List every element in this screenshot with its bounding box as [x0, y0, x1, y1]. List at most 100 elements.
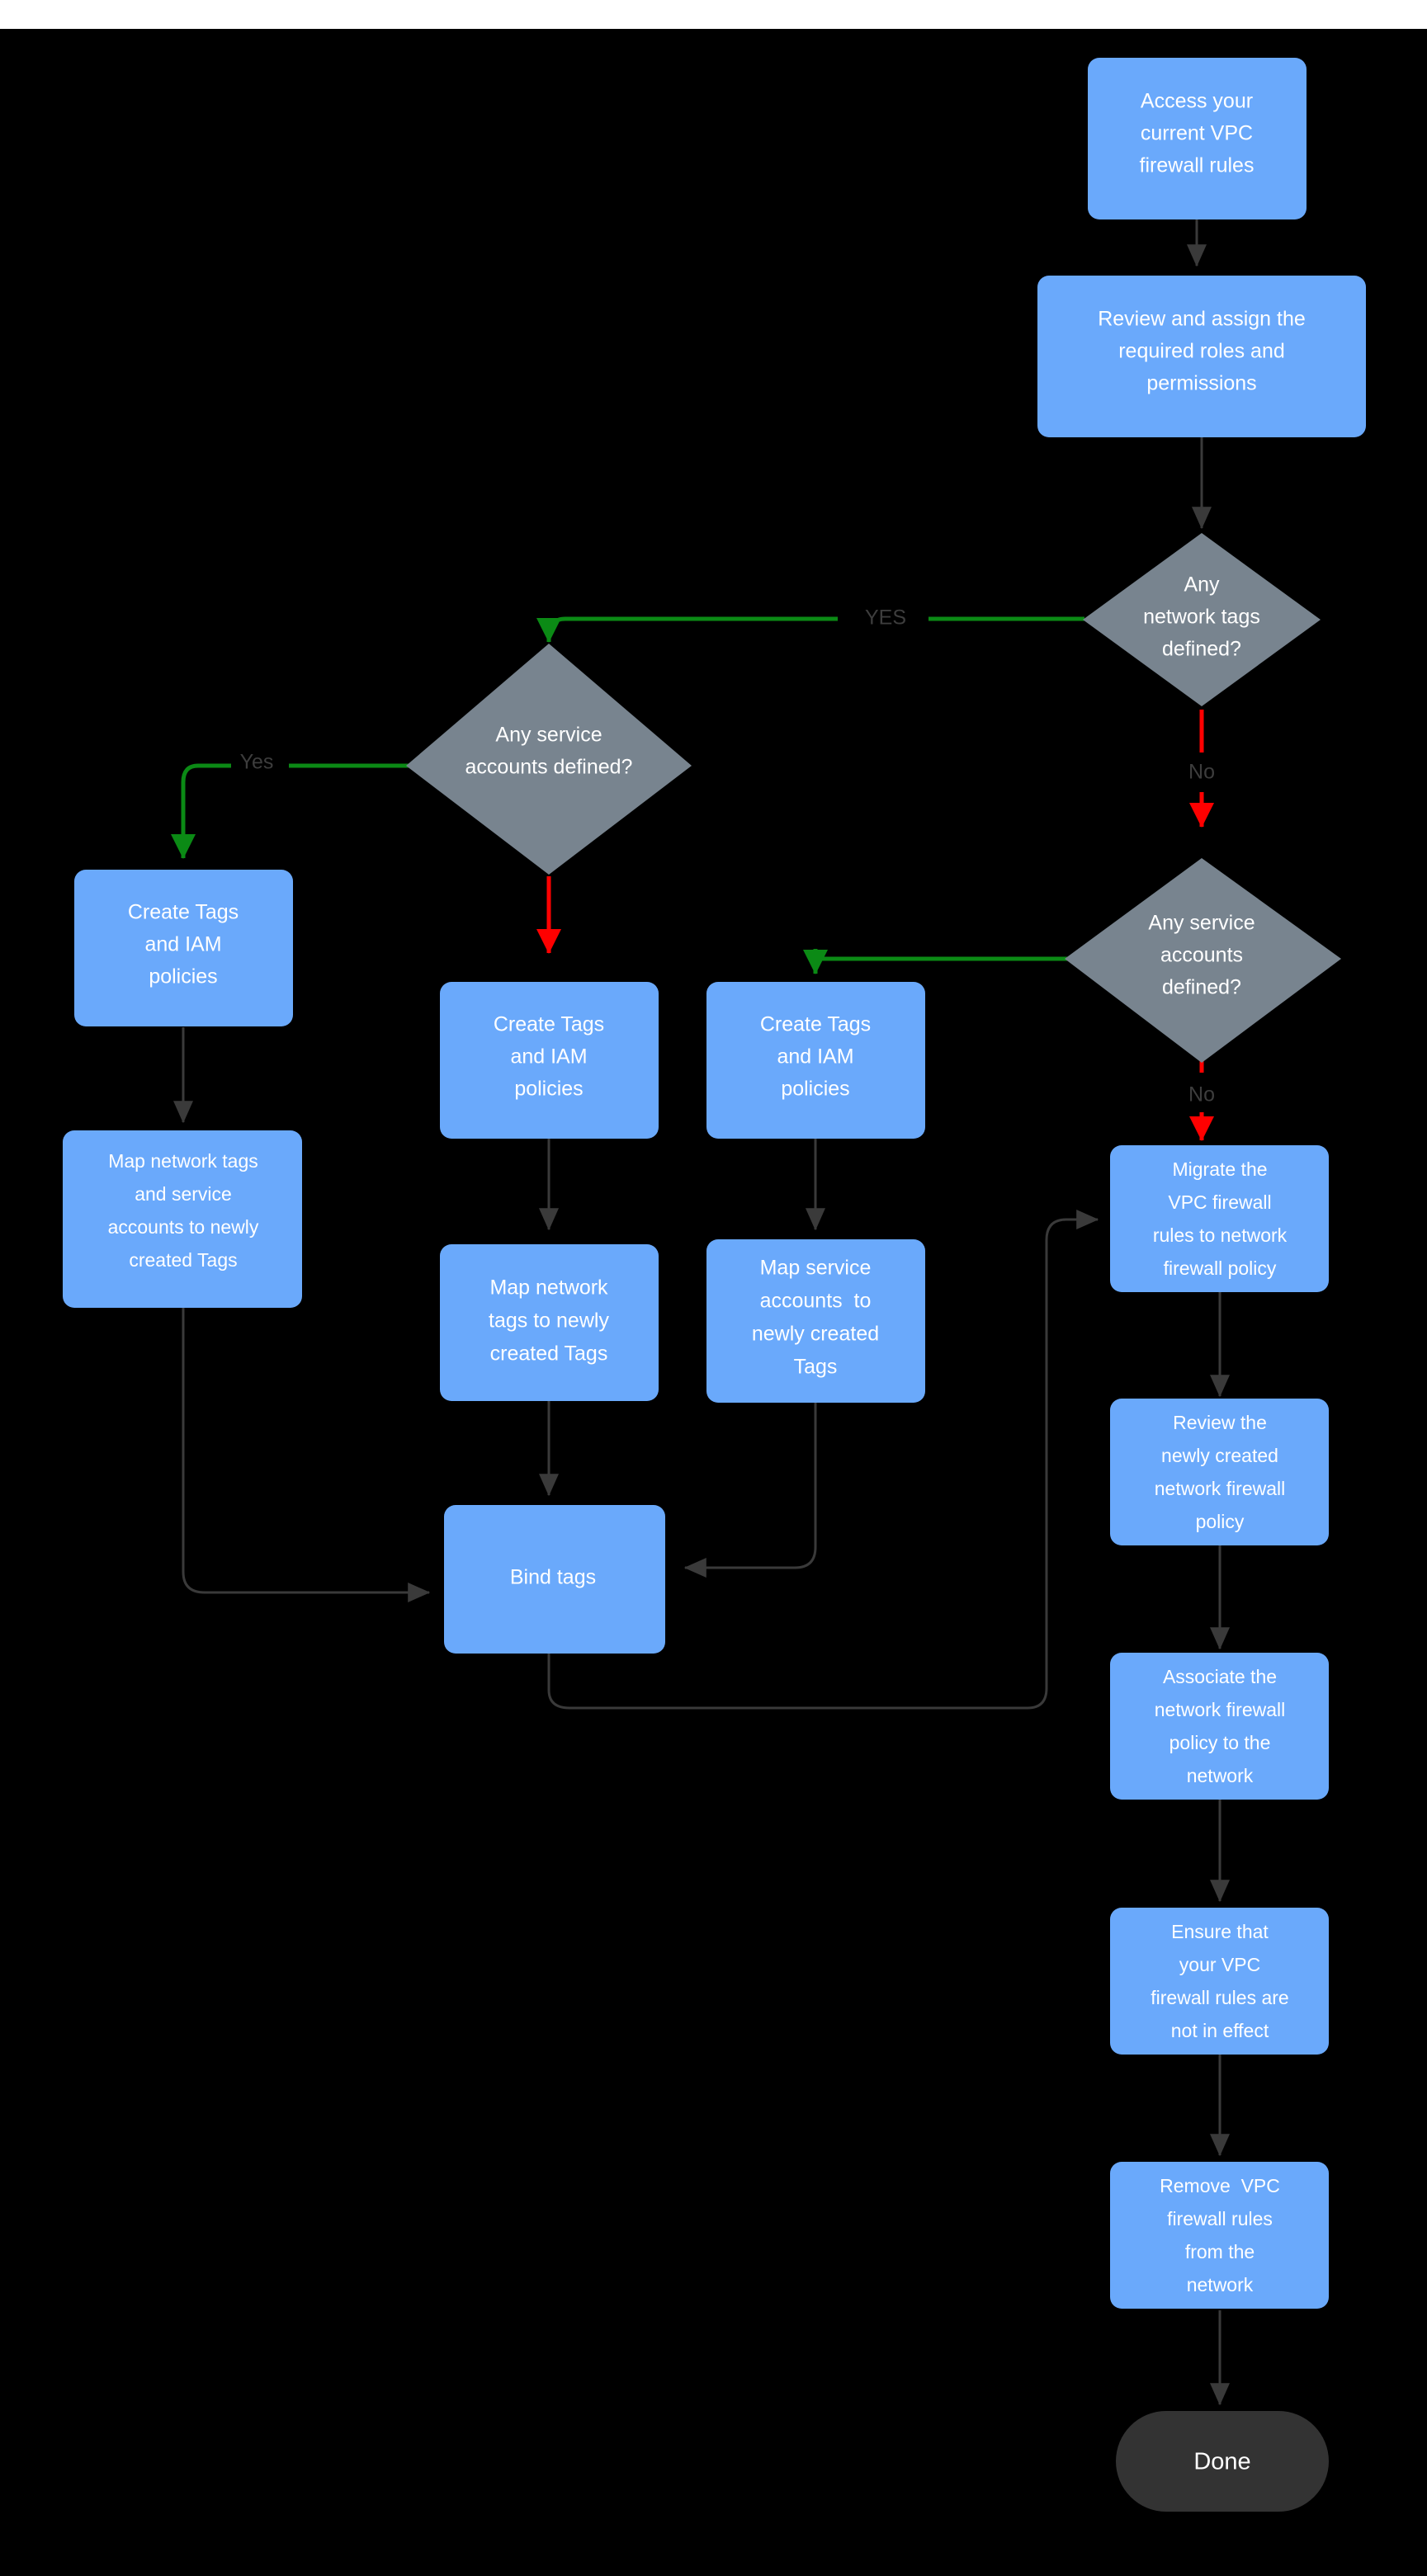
node-q-network-tags-shape[interactable]: [1083, 533, 1321, 706]
node-review-roles-line-2: permissions: [1146, 372, 1256, 395]
node-access-rules-line-1: current VPC: [1141, 122, 1253, 145]
edge-label-network-tags-no: No: [1188, 761, 1215, 784]
node-map-network-tags[interactable]: Map network tags to newly created Tags: [440, 1244, 659, 1401]
node-remove-rules[interactable]: Remove VPC firewall rules from the netwo…: [1110, 2162, 1329, 2309]
node-remove-rules-line-1: firewall rules: [1167, 2208, 1273, 2229]
node-map-both-shape[interactable]: [63, 1130, 302, 1308]
node-q-network-tags[interactable]: Any network tags defined?: [1083, 533, 1321, 706]
node-migrate-rules-line-2: rules to network: [1153, 1224, 1288, 1246]
node-migrate-rules-line-3: firewall policy: [1164, 1257, 1277, 1279]
node-access-rules-line-0: Access your: [1141, 90, 1253, 113]
edge-service-accounts-left-yes-1: [181, 763, 413, 843]
node-ensure-not-effect-line-1: your VPC: [1179, 1954, 1260, 1975]
node-create-tags-mid-shape[interactable]: [440, 982, 659, 1139]
node-ensure-not-effect-line-3: not in effect: [1171, 2020, 1269, 2041]
node-done[interactable]: Done: [1116, 2411, 1329, 2512]
node-ensure-not-effect-line-2: firewall rules are: [1151, 1987, 1288, 2008]
node-map-both-line-3: created Tags: [129, 1249, 237, 1271]
node-associate-policy-line-3: network: [1187, 1765, 1254, 1786]
node-create-tags-mid-line-0: Create Tags: [494, 1013, 604, 1036]
node-review-policy-line-3: policy: [1196, 1511, 1245, 1532]
node-review-roles[interactable]: Review and assign the required roles and…: [1037, 276, 1366, 437]
node-map-service-accounts-line-1: accounts to: [760, 1290, 872, 1313]
node-remove-rules-line-3: network: [1187, 2274, 1254, 2295]
node-review-policy-shape[interactable]: [1110, 1399, 1329, 1545]
node-create-tags-right-shape[interactable]: [706, 982, 925, 1139]
node-review-policy-line-2: network firewall: [1155, 1478, 1286, 1499]
edge-map-service-to-bind-tags: [683, 1403, 817, 1578]
node-map-service-accounts-line-0: Map service: [760, 1257, 872, 1280]
node-done-label: Done: [1193, 2449, 1250, 2475]
node-map-both-line-2: accounts to newly: [108, 1216, 259, 1238]
node-migrate-rules[interactable]: Migrate the VPC firewall rules to networ…: [1110, 1145, 1329, 1292]
node-ensure-not-effect-line-0: Ensure that: [1171, 1921, 1269, 1942]
node-map-service-accounts[interactable]: Map service accounts to newly created Ta…: [706, 1239, 925, 1403]
node-create-tags-mid-line-2: policies: [514, 1078, 583, 1101]
node-map-both-line-0: Map network tags: [108, 1150, 258, 1172]
node-q-network-tags-line-1: network tags: [1143, 606, 1260, 629]
edge-network-tags-yes: [546, 616, 1084, 638]
node-access-rules-line-2: firewall rules: [1140, 154, 1255, 177]
node-create-tags-left[interactable]: Create Tags and IAM policies: [74, 870, 293, 1026]
node-migrate-rules-shape[interactable]: [1110, 1145, 1329, 1292]
node-ensure-not-effect-shape[interactable]: [1110, 1908, 1329, 2055]
node-remove-rules-line-2: from the: [1185, 2241, 1255, 2262]
node-map-network-tags-line-1: tags to newly: [489, 1309, 609, 1333]
node-q-service-accounts-right-line-2: defined?: [1162, 976, 1241, 999]
node-migrate-rules-line-1: VPC firewall: [1168, 1191, 1271, 1213]
node-map-network-tags-line-2: created Tags: [490, 1342, 608, 1366]
node-q-service-accounts-right-line-1: accounts: [1160, 944, 1243, 967]
node-associate-policy-shape[interactable]: [1110, 1653, 1329, 1800]
edge-label-network-tags-yes: YES: [865, 606, 906, 630]
node-q-service-accounts-left-line-0: Any service: [495, 724, 602, 747]
node-map-service-accounts-line-3: Tags: [794, 1356, 838, 1379]
node-review-roles-line-1: required roles and: [1118, 340, 1285, 363]
node-associate-policy-line-1: network firewall: [1155, 1699, 1286, 1720]
node-remove-rules-line-0: Remove VPC: [1160, 2175, 1280, 2196]
node-q-network-tags-line-2: defined?: [1162, 638, 1241, 661]
edge-labels: YES No Yes No: [240, 606, 1215, 1106]
node-create-tags-mid[interactable]: Create Tags and IAM policies: [440, 982, 659, 1139]
node-review-policy-line-0: Review the: [1173, 1412, 1267, 1433]
node-map-both-line-1: and service: [135, 1183, 232, 1205]
node-access-rules[interactable]: Access your current VPC firewall rules: [1088, 58, 1307, 219]
edge-bind-tags-to-migrate: [547, 1210, 1099, 1710]
node-map-service-accounts-line-2: newly created: [752, 1323, 879, 1346]
node-q-service-accounts-left[interactable]: Any service accounts defined?: [406, 644, 692, 875]
node-review-roles-line-0: Review and assign the: [1098, 308, 1306, 331]
node-associate-policy-line-0: Associate the: [1163, 1666, 1277, 1687]
node-review-policy[interactable]: Review the newly created network firewal…: [1110, 1399, 1329, 1545]
node-associate-policy[interactable]: Associate the network firewall policy to…: [1110, 1653, 1329, 1800]
node-access-rules-shape[interactable]: [1088, 58, 1307, 219]
node-map-both[interactable]: Map network tags and service accounts to…: [63, 1130, 302, 1308]
node-map-network-tags-shape[interactable]: [440, 1244, 659, 1401]
edge-label-service-accounts-left-yes: Yes: [240, 751, 274, 774]
edge-map-both-to-bind-tags: [182, 1306, 431, 1602]
node-review-roles-shape[interactable]: [1037, 276, 1366, 437]
node-associate-policy-line-2: policy to the: [1169, 1732, 1271, 1753]
node-map-service-accounts-shape[interactable]: [706, 1239, 925, 1403]
edge-label-service-accounts-right-no: No: [1188, 1083, 1215, 1106]
node-bind-tags-line-0: Bind tags: [510, 1566, 596, 1589]
node-remove-rules-shape[interactable]: [1110, 2162, 1329, 2309]
node-bind-tags[interactable]: Bind tags: [444, 1505, 665, 1654]
node-q-service-accounts-right-shape[interactable]: [1065, 858, 1341, 1063]
node-map-network-tags-line-0: Map network: [489, 1276, 608, 1300]
node-done-shape[interactable]: [1116, 2411, 1329, 2512]
edge-service-accounts-right-yes: [815, 956, 1067, 964]
node-create-tags-right-line-1: and IAM: [777, 1045, 853, 1069]
node-bind-tags-shape[interactable]: [444, 1505, 665, 1654]
node-create-tags-right[interactable]: Create Tags and IAM policies: [706, 982, 925, 1139]
node-ensure-not-effect[interactable]: Ensure that your VPC firewall rules are …: [1110, 1908, 1329, 2055]
node-create-tags-left-line-0: Create Tags: [128, 901, 239, 924]
node-create-tags-left-line-2: policies: [149, 965, 217, 988]
node-q-service-accounts-left-shape[interactable]: [406, 644, 692, 875]
node-migrate-rules-line-0: Migrate the: [1172, 1158, 1267, 1180]
node-create-tags-right-line-0: Create Tags: [760, 1013, 871, 1036]
node-q-service-accounts-left-line-1: accounts defined?: [465, 756, 633, 779]
edges: q_service_accounts_left --> q_service_ac…: [171, 218, 1230, 2406]
node-q-service-accounts-right[interactable]: Any service accounts defined?: [1065, 858, 1341, 1063]
node-create-tags-left-shape[interactable]: [74, 870, 293, 1026]
node-q-service-accounts-right-line-0: Any service: [1148, 912, 1255, 935]
